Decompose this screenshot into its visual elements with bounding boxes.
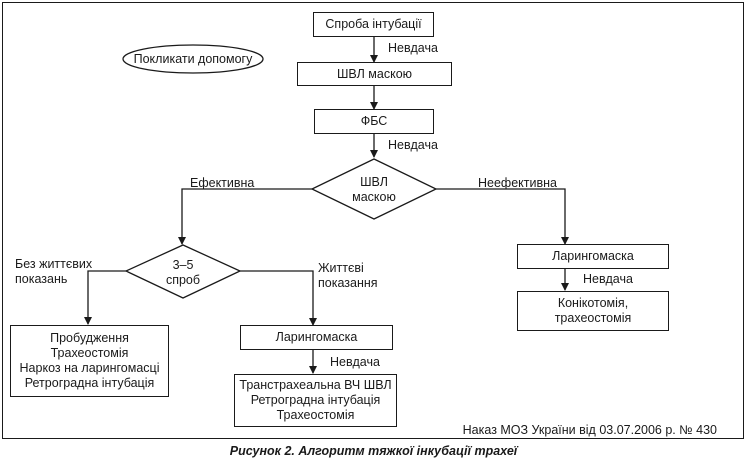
arrow-effective (178, 188, 312, 245)
box-laryngeal-mask-center: Ларингомаска (240, 325, 393, 350)
figure-caption: Рисунок 2. Алгоритм тяжкої інкубації тра… (229, 444, 518, 458)
text-laryngeal-mask-center: Ларингомаска (275, 330, 358, 344)
source-reference: Наказ МОЗ України від 03.07.2006 р. № 43… (462, 423, 717, 437)
box-transtracheal-options: Транстрахеальна ВЧ ШВЛ Ретроградна інтуб… (234, 374, 397, 427)
ellipse-call-help-label: Покликати допомогу (133, 52, 253, 66)
box-laryngeal-mask-right: Ларингомаска (517, 244, 669, 269)
box-intubation-attempt: Спроба інтубації (313, 12, 434, 37)
label-no-vital-indications: Без життєвих показань (15, 257, 93, 286)
diagram-frame (2, 2, 744, 439)
label-fail-4: Невдача (330, 355, 380, 369)
box-coniotomy: Конікотомія, трахеостомія (517, 291, 669, 331)
label-fail-3: Невдача (583, 272, 633, 286)
text-mask-ventilation: ШВЛ маскою (336, 66, 413, 81)
box-fbs: ФБС (314, 109, 434, 134)
text-intubation-attempt: Спроба інтубації (325, 17, 422, 31)
diamond-ventilation-shape (310, 158, 438, 220)
label-vital-indications: Життєві показання (318, 261, 378, 290)
box-wakeup-options: Пробудження Трахеостомія Наркоз на ларин… (10, 325, 169, 397)
arrow-no-vital (84, 270, 126, 325)
text-laryngeal-mask-right: Ларингомаска (552, 249, 634, 263)
diamond-ventilation-label: ШВЛ маскою (352, 175, 396, 204)
call-help-ellipse (122, 44, 264, 74)
label-ineffective: Неефективна (478, 176, 557, 190)
arrow-vital (240, 270, 317, 326)
diamond-attempts-label: 3–5 спроб (165, 258, 201, 287)
diamond-attempts-shape (124, 244, 242, 299)
label-fail-2: Невдача (388, 138, 438, 152)
box-mask-ventilation: ШВЛ маскою (297, 62, 452, 86)
label-fail-1: Невдача (388, 41, 438, 55)
arrow-ineffective (436, 188, 569, 245)
label-effective: Ефективна (190, 176, 255, 190)
text-fbs: ФБС (360, 114, 388, 128)
